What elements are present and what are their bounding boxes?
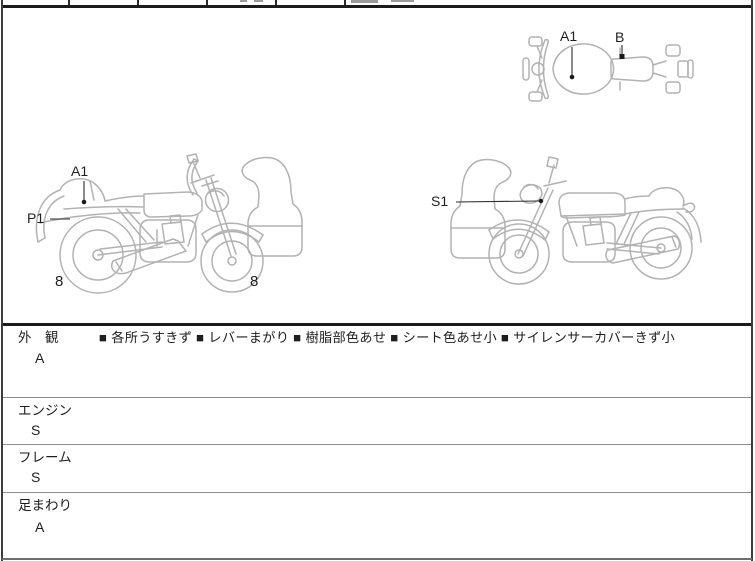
sheet-border-bottom (2, 558, 752, 560)
cropped-text-remnant (254, 0, 263, 2)
section-border (2, 323, 753, 326)
cropped-text-remnant (351, 0, 378, 3)
section-rating: S (31, 469, 41, 485)
damage-point-s1-marker (538, 198, 544, 204)
damage-label-b-top: B (615, 29, 625, 45)
section-label: エンジン (18, 403, 72, 418)
motorcycle-side-view-right-drawing (450, 156, 702, 285)
motorcycle-side-view-left-drawing (35, 153, 303, 294)
cell-divider (68, 0, 70, 5)
cropped-text-remnant (240, 0, 247, 2)
sheet-border-left (1, 0, 3, 561)
cell-divider (206, 0, 208, 5)
damage-label-p1: P1 (27, 210, 45, 226)
wheel-grade-front: 8 (250, 273, 259, 290)
damage-point-a1-marker (569, 74, 575, 80)
table-border-top (2, 5, 753, 8)
section-label: 外 観 (18, 330, 59, 345)
cropped-text-remnant (391, 0, 414, 2)
wheel-grade-rear: 8 (55, 273, 64, 290)
section-label: フレーム (18, 450, 72, 465)
motorcycle-top-view-drawing (522, 36, 694, 102)
cell-divider (275, 0, 277, 5)
section-rating: S (31, 422, 41, 438)
row-divider (2, 492, 753, 493)
section-notes: ■ 各所うすきず ■ レバーまがり ■ 樹脂部色あせ ■ シート色あせ小 ■ サ… (99, 330, 676, 345)
row-divider (2, 397, 753, 398)
section-rating: A (35, 350, 45, 366)
cell-divider (344, 0, 346, 5)
damage-label-s1: S1 (431, 193, 449, 209)
section-label: 足まわり (18, 498, 72, 513)
cell-divider (137, 0, 139, 5)
damage-label-a1-side: A1 (71, 163, 89, 179)
damage-point-a1-side-marker (81, 199, 87, 205)
row-divider (2, 444, 753, 445)
damage-point-b-marker (619, 54, 625, 59)
damage-label-a1-top: A1 (560, 28, 578, 44)
section-rating: A (35, 519, 45, 535)
sheet-border-right (751, 0, 753, 561)
